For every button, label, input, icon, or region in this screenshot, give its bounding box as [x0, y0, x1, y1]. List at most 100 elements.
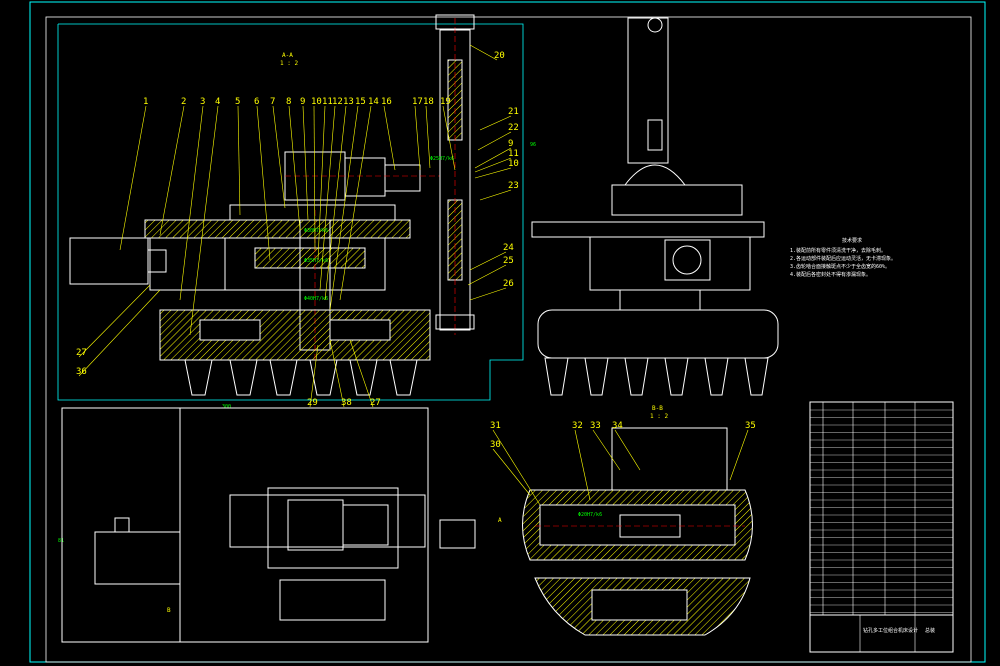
title-block	[809, 614, 954, 653]
part-number-label: 27	[76, 348, 87, 358]
part-number-label: 35	[745, 421, 756, 431]
leader-line	[309, 344, 319, 408]
leader-line	[614, 429, 641, 471]
plan-spindle-head	[439, 519, 476, 549]
plan-slide-table	[229, 494, 426, 548]
leader-line	[119, 105, 147, 251]
part-number-label: 12	[332, 97, 343, 107]
motor-flange	[384, 164, 421, 192]
leader-line	[78, 284, 151, 358]
leader-line	[78, 289, 161, 377]
leader-line	[329, 105, 359, 311]
part-number-label: 8	[286, 97, 291, 107]
section-aa-scale: 1 : 2	[280, 60, 298, 67]
leader-line	[256, 105, 271, 261]
leader-line	[474, 147, 512, 169]
part-number-label: 17	[412, 97, 423, 107]
part-number-label: 19	[440, 97, 451, 107]
leader-line	[317, 105, 326, 261]
dim-96: 96	[530, 142, 536, 148]
leader-line	[469, 44, 498, 61]
part-number-label: 1	[143, 97, 148, 107]
leader-line	[288, 105, 301, 231]
turret-cavity-right	[329, 319, 391, 341]
title-block-sheet: 总装	[925, 627, 935, 634]
arm-slot	[647, 119, 663, 151]
part-number-label: 21	[508, 107, 519, 117]
leader-line	[469, 287, 507, 301]
part-number-label: 13	[343, 97, 354, 107]
part-number-label: 5	[235, 97, 240, 107]
side-elevation-view	[531, 17, 779, 396]
part-number-label: 18	[423, 97, 434, 107]
leader-line	[383, 105, 396, 171]
view-mark-b: B	[167, 607, 171, 614]
part-number-label: 25	[503, 256, 514, 266]
part-number-label: 36	[76, 367, 87, 377]
leader-line	[414, 105, 421, 171]
title-block-name: 钻孔多工位组合机床设计	[863, 627, 918, 634]
bb-motor	[611, 427, 728, 491]
leader-line	[237, 105, 241, 216]
parts-list-rows	[810, 409, 953, 613]
part-number-label: 9	[508, 139, 513, 149]
vertical-arm	[627, 17, 669, 164]
section-bb-title: B-B	[652, 405, 663, 412]
part-number-label: 24	[503, 243, 514, 253]
leader-line	[474, 167, 512, 179]
dim-300: 300	[222, 404, 231, 410]
notes-line-3: 3.齿轮啮合面接触斑点不少于全齿宽的60%。	[790, 263, 890, 270]
part-number-label: 9	[300, 97, 305, 107]
leader-line	[349, 339, 374, 408]
leader-line	[319, 105, 336, 291]
sheet-border-inner	[45, 16, 972, 663]
bb-lower-cavity	[591, 589, 688, 621]
leader-line	[313, 105, 316, 251]
part-number-label: 4	[215, 97, 220, 107]
side-motor-circle	[672, 245, 702, 275]
leader-line	[479, 189, 512, 201]
plan-motor-base	[267, 487, 399, 569]
part-number-label: 10	[311, 97, 322, 107]
bb-bore	[539, 504, 736, 546]
section-aa-title: A-A	[282, 52, 293, 59]
bb-fit-1: Φ20H7/k6	[578, 512, 602, 518]
section-boundary	[57, 23, 524, 401]
part-number-label: 26	[503, 279, 514, 289]
part-number-label: 10	[508, 159, 519, 169]
notes-heading: 技术要求	[842, 237, 862, 244]
turret-cavity-left	[199, 319, 261, 341]
fit-label-3: Φ40H7/k6	[304, 296, 328, 302]
part-number-label: 7	[270, 97, 275, 107]
part-number-label: 3	[200, 97, 205, 107]
part-number-label: 30	[490, 440, 501, 450]
part-number-label: 14	[368, 97, 379, 107]
section-bb-scale: 1 : 2	[650, 413, 668, 420]
leader-line	[479, 115, 512, 131]
notes-line-1: 1.装配前所有零件须清洗干净，去除毛刺。	[790, 247, 886, 254]
gear-sector	[624, 164, 686, 186]
drill-holders-side	[544, 357, 769, 396]
part-number-label: 33	[590, 421, 601, 431]
part-number-label: 32	[572, 421, 583, 431]
housing-left-wall	[149, 237, 226, 291]
part-number-label: 2	[181, 97, 186, 107]
leader-line	[272, 105, 286, 209]
plan-motor-terminal	[114, 517, 130, 533]
section-bb-view: B-B 1 : 2 Φ20H7/k6	[522, 405, 753, 636]
motor-base-plate	[229, 204, 396, 221]
part-number-label: 15	[355, 97, 366, 107]
servo-motor-left	[69, 237, 149, 285]
fit-label-1: Φ30H7/k6	[304, 228, 328, 234]
guide-bottom-cap	[435, 314, 475, 330]
arm-pivot	[647, 17, 663, 33]
part-number-label: 20	[494, 51, 505, 61]
leader-line	[442, 105, 456, 171]
part-number-label: 38	[341, 398, 352, 408]
side-housing	[589, 236, 751, 291]
dim-81: 81	[58, 538, 64, 544]
leader-line	[492, 448, 531, 496]
gear-block	[254, 247, 366, 269]
